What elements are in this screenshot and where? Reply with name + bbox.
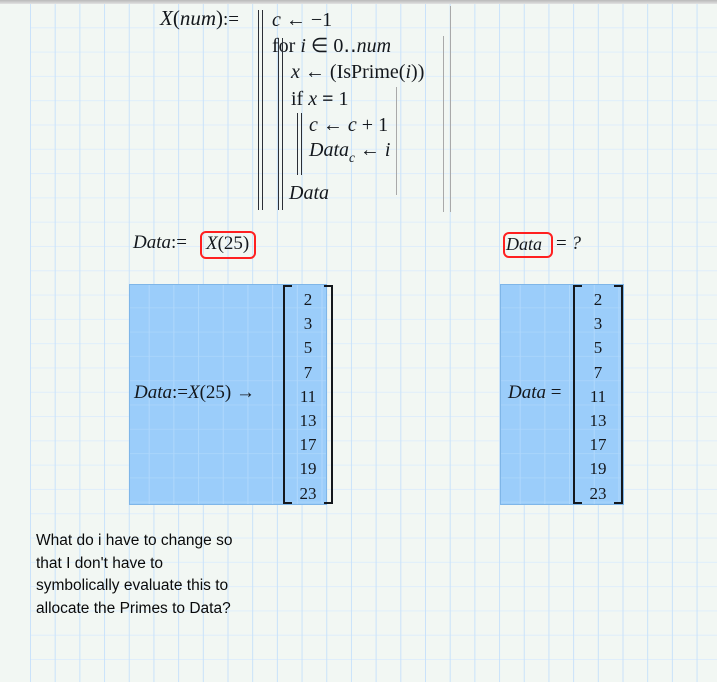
program-if-body-bracket — [297, 113, 302, 175]
matrix-right-bracket — [324, 285, 333, 504]
matrix-cell: 7 — [303, 362, 313, 382]
matrix-cell: 19 — [589, 459, 607, 479]
question-line: allocate the Primes to Data? — [36, 599, 231, 617]
program-outer-bracket — [258, 10, 263, 210]
matrix-cell: 11 — [299, 386, 317, 406]
program-line-4[interactable]: if x = 1 — [291, 88, 349, 110]
region-marker-mid — [443, 36, 444, 212]
matrix-cell: 5 — [303, 338, 313, 358]
matrix-cell: 23 — [589, 483, 607, 503]
user-question-text[interactable]: What do i have to change so that I don't… — [36, 530, 316, 620]
matrix-cell: 17 — [299, 435, 317, 455]
result-right-label[interactable]: Data = — [508, 382, 562, 403]
matrix-cell: 3 — [303, 314, 313, 334]
result-right-matrix: 2 3 5 7 11 13 17 19 23 — [573, 285, 623, 504]
matrix-right-column: 2 3 5 7 11 13 17 19 23 — [582, 285, 614, 504]
region-marker-right — [450, 6, 451, 212]
data-eval-var[interactable]: Data — [506, 234, 542, 254]
program-header-name: X — [160, 6, 173, 30]
question-line: What do i have to change so — [36, 532, 233, 549]
result-left-label[interactable]: Data:=X(25) → — [134, 382, 256, 403]
data-assignment-call[interactable]: X(25) — [206, 233, 250, 254]
matrix-left-bracket — [283, 285, 292, 504]
red-highlight-box-call — [200, 231, 256, 259]
matrix-cell: 17 — [589, 435, 607, 455]
program-for-body-bracket — [278, 38, 283, 210]
region-marker-left — [396, 87, 397, 195]
matrix-right-bracket — [614, 285, 623, 504]
matrix-cell: 19 — [299, 459, 317, 479]
data-assignment-expression[interactable]: Data:= — [133, 233, 187, 252]
program-line-6-array: Data — [309, 139, 349, 161]
matrix-cell: 23 — [299, 483, 317, 503]
matrix-left-bracket — [573, 285, 582, 504]
matrix-cell: 13 — [589, 411, 607, 431]
program-line-5[interactable]: c ← c + 1 — [309, 114, 389, 136]
red-highlight-box-var — [503, 232, 553, 258]
program-header[interactable]: X(num):= — [160, 6, 239, 30]
program-header-assign: := — [223, 9, 239, 30]
program-line-7-return[interactable]: Data — [289, 182, 329, 204]
matrix-left-column: 2 3 5 7 11 13 17 19 23 — [292, 285, 324, 504]
question-line: symbolically evaluate this to — [36, 577, 229, 594]
program-line-1[interactable]: c ← −1 — [272, 9, 333, 31]
matrix-cell: 11 — [589, 386, 607, 406]
matrix-cell: 2 — [303, 290, 313, 309]
result-left-matrix: 2 3 5 7 11 13 17 19 23 — [283, 285, 333, 504]
data-eval-operator: = ? — [556, 233, 581, 254]
worksheet-left-margin — [0, 0, 30, 682]
matrix-cell: 2 — [593, 290, 603, 309]
matrix-cell: 3 — [593, 314, 603, 334]
result-block-left-selection[interactable] — [129, 284, 327, 505]
program-line-2[interactable]: for i ∈ 0‥num — [272, 35, 392, 57]
program-header-arg: num — [179, 6, 216, 30]
data-assignment-operator: := — [171, 232, 187, 253]
data-eval-placeholder[interactable]: ? — [571, 233, 581, 254]
matrix-cell: 5 — [593, 338, 603, 358]
result-block-right-selection[interactable] — [500, 284, 624, 505]
question-line: that I don't have to — [36, 554, 164, 572]
program-line-6-subscript: c — [349, 149, 355, 165]
window-top-edge — [0, 0, 717, 4]
program-line-3[interactable]: x ← (IsPrime(i)) — [291, 61, 425, 83]
matrix-cell: 13 — [299, 411, 317, 431]
data-assignment-var: Data — [133, 232, 171, 253]
program-line-6[interactable]: Datac ← i — [309, 139, 391, 165]
matrix-cell: 7 — [593, 362, 603, 382]
